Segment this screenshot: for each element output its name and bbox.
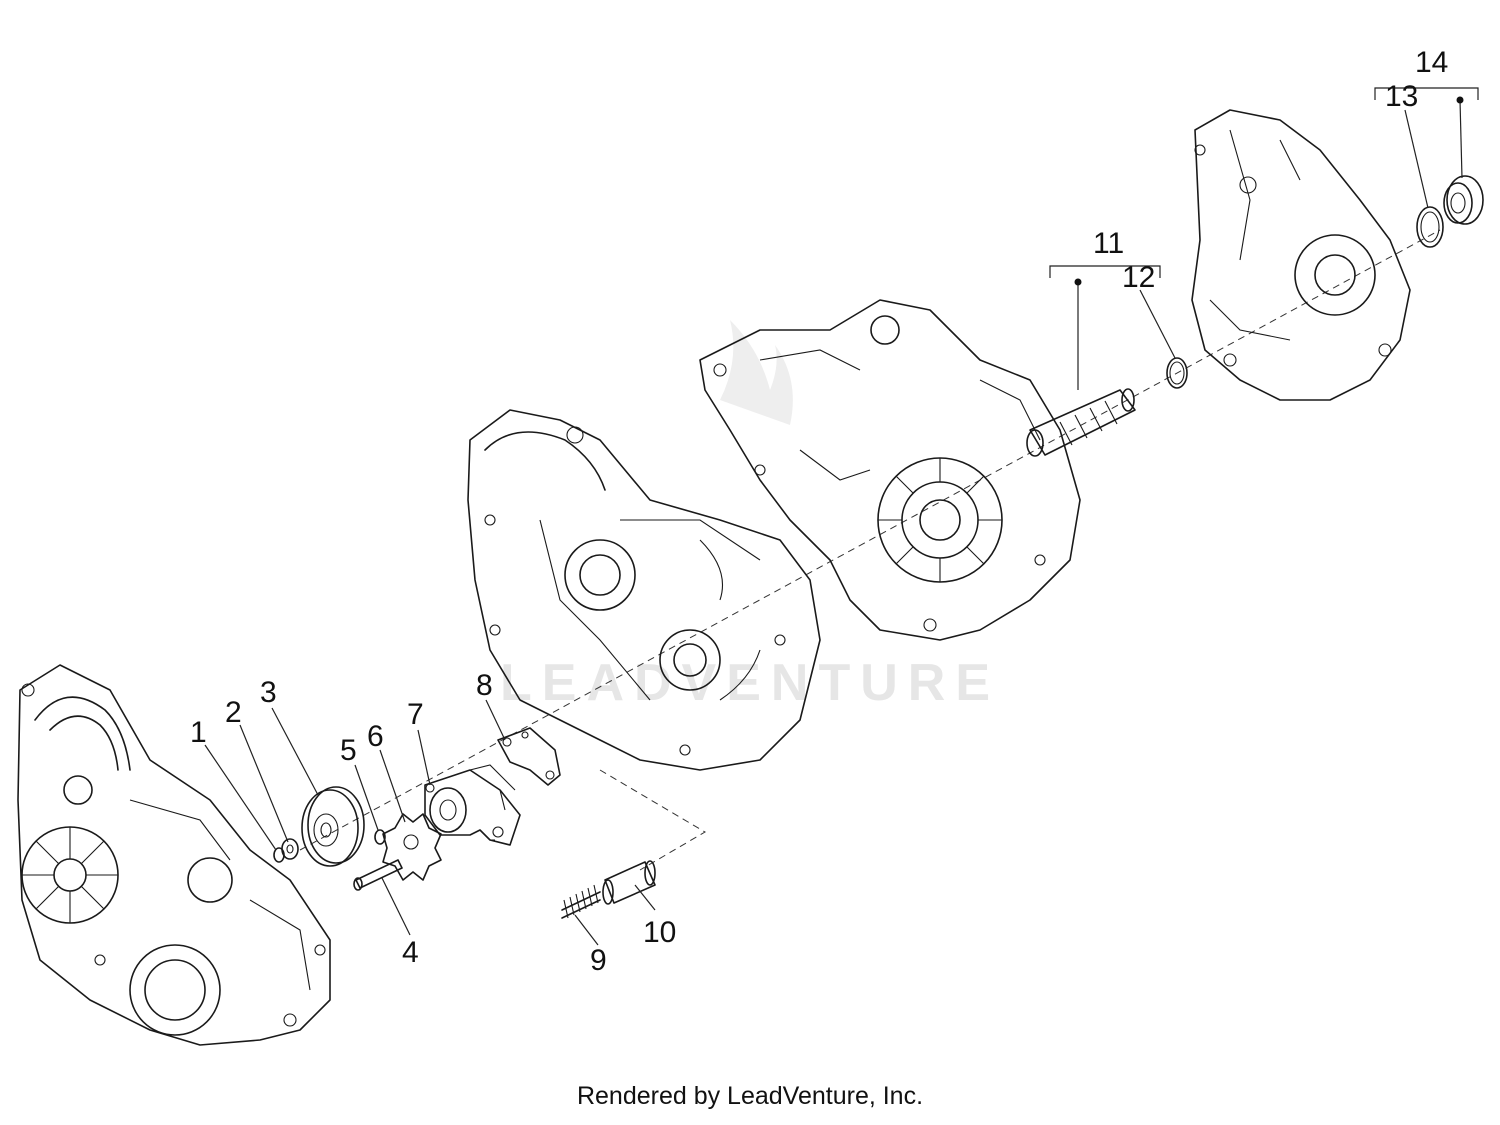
crankcase-right-half bbox=[699, 299, 1081, 641]
callout-7: 7 bbox=[407, 698, 424, 731]
callout-10: 10 bbox=[643, 916, 676, 949]
watermark-flame-icon bbox=[720, 320, 793, 425]
part-10-relief-valve bbox=[602, 860, 656, 905]
part-5-ring bbox=[374, 829, 386, 845]
render-credit: Rendered by LeadVenture, Inc. bbox=[576, 1082, 924, 1110]
leader-lines bbox=[204, 87, 1479, 946]
callout-2: 2 bbox=[225, 696, 242, 729]
part-6-rotor bbox=[382, 813, 442, 881]
bullet-11 bbox=[1074, 278, 1082, 286]
part-4-shaft bbox=[353, 859, 403, 891]
part-13-o-ring bbox=[1416, 206, 1444, 248]
callouts: 1 2 3 4 5 6 7 8 9 10 11 12 13 14 bbox=[190, 46, 1448, 977]
callout-14: 14 bbox=[1415, 46, 1448, 79]
right-side-cover bbox=[1191, 109, 1411, 401]
callout-9: 9 bbox=[590, 944, 607, 977]
callout-1: 1 bbox=[190, 716, 207, 749]
watermark: LEADVENTURE bbox=[500, 320, 1000, 712]
assembly-axis-lines bbox=[299, 229, 1441, 871]
callout-3: 3 bbox=[260, 676, 277, 709]
callout-12: 12 bbox=[1122, 261, 1155, 294]
callout-6: 6 bbox=[367, 720, 384, 753]
part-8-gasket bbox=[497, 727, 561, 786]
part-9-spring bbox=[561, 884, 601, 919]
part-12-o-ring bbox=[1166, 357, 1188, 389]
callout-8: 8 bbox=[476, 669, 493, 702]
part-3-gear bbox=[301, 786, 365, 867]
bullet-14 bbox=[1456, 96, 1464, 104]
crankcase-left-half bbox=[467, 409, 821, 771]
part-2-washer bbox=[281, 838, 299, 860]
callout-11: 11 bbox=[1093, 227, 1124, 260]
callout-13: 13 bbox=[1385, 80, 1418, 113]
callout-5: 5 bbox=[340, 734, 357, 767]
callout-4: 4 bbox=[402, 936, 419, 969]
watermark-text: LEADVENTURE bbox=[500, 654, 1000, 712]
clutch-cover bbox=[17, 664, 331, 1046]
part-14-plug bbox=[1443, 175, 1484, 225]
part-11-oil-strainer bbox=[1026, 388, 1136, 457]
part-7-oil-pump bbox=[424, 764, 521, 846]
